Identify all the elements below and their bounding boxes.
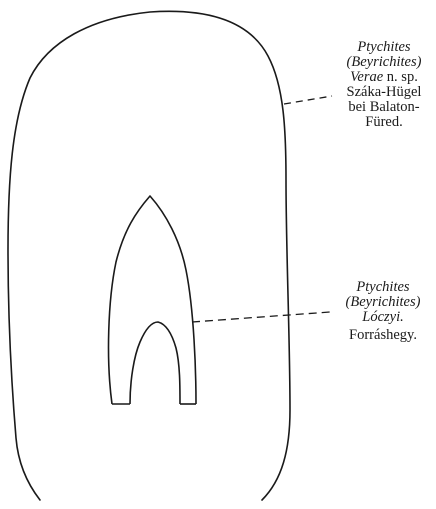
- lower-genus: Ptychites: [330, 280, 436, 295]
- inner-section-inner-edge: [130, 322, 180, 404]
- lower-subgenus: (Beyrichites): [330, 295, 436, 310]
- upper-specimen-label: Ptychites (Beyrichites) Verae n. sp. Szá…: [332, 40, 436, 130]
- upper-locality-2: bei Balaton-: [332, 100, 436, 115]
- outer-whorl-outline: [8, 11, 290, 500]
- upper-subgenus: (Beyrichites): [332, 55, 436, 70]
- upper-locality-1: Száka-Hügel: [332, 85, 436, 100]
- inner-section-outer-edge: [109, 196, 196, 404]
- lower-locality: Forráshegy.: [330, 328, 436, 343]
- leader-line-lower: [192, 312, 330, 322]
- leader-line-upper: [284, 96, 332, 104]
- lower-specimen-label: Ptychites (Beyrichites) Lóczyi. Forráshe…: [330, 280, 436, 343]
- upper-locality-3: Füred.: [332, 115, 436, 130]
- upper-species-suffix: n. sp.: [387, 69, 418, 85]
- upper-species-line: Verae n. sp.: [332, 70, 436, 85]
- lower-species: Lóczyi.: [330, 310, 436, 325]
- upper-species-name: Verae: [350, 69, 383, 85]
- upper-genus: Ptychites: [332, 40, 436, 55]
